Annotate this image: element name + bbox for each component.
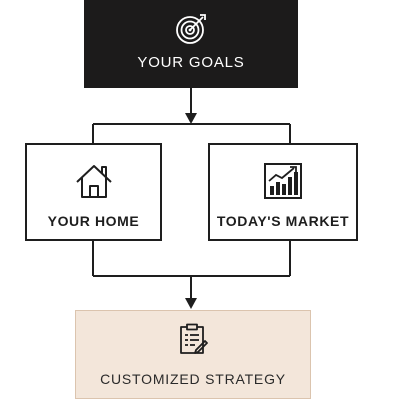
market-label: TODAY'S MARKET bbox=[216, 213, 350, 229]
market-box: TODAY'S MARKET bbox=[208, 143, 358, 241]
arrowhead-goals bbox=[185, 113, 197, 124]
strategy-box: CUSTOMIZED STRATEGY bbox=[75, 310, 311, 399]
arrowhead-strategy bbox=[185, 298, 197, 309]
home-box: YOUR HOME bbox=[25, 143, 162, 241]
house-icon bbox=[75, 165, 112, 198]
goals-box: YOUR GOALS bbox=[84, 0, 298, 88]
strategy-label: CUSTOMIZED STRATEGY bbox=[100, 371, 286, 387]
goals-label: YOUR GOALS bbox=[137, 54, 245, 71]
clipboard-icon bbox=[180, 323, 208, 354]
rising-chart-icon bbox=[264, 163, 302, 199]
target-icon bbox=[176, 14, 206, 44]
home-label: YOUR HOME bbox=[47, 213, 140, 229]
